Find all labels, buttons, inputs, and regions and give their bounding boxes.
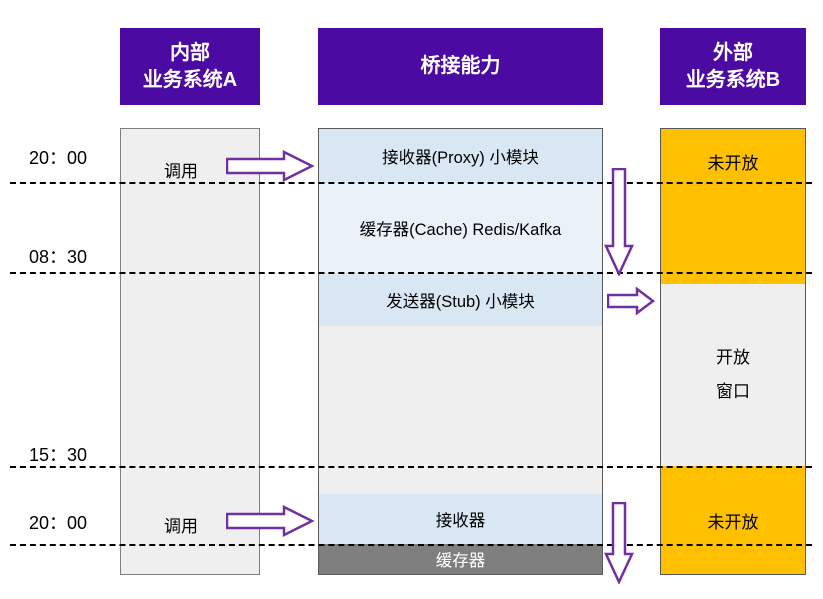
time-label-2000-bottom: 20：00 — [28, 513, 88, 533]
open-window-block: 开放 窗口 — [661, 284, 805, 466]
header-internal-system-a: 内部 业务系统A — [120, 28, 260, 105]
receiver-block-2: 接收器 — [319, 494, 602, 544]
proxy-receiver-block: 接收器(Proxy) 小模块 — [319, 129, 602, 183]
cache-block: 缓存器(Cache) Redis/Kafka — [319, 183, 602, 273]
call-arrow-right-icon-1 — [226, 150, 314, 182]
time-label-0830: 08：30 — [28, 247, 88, 267]
call-label-1: 调用 — [164, 162, 198, 181]
dashed-line-2000-top — [10, 182, 812, 184]
system-b-column: 未开放 开放 窗口 未开放 — [660, 128, 806, 575]
stub-sender-block: 发送器(Stub) 小模块 — [319, 273, 602, 326]
arrow-right-icon-stub-to-b — [607, 287, 655, 315]
closed-status-bottom: 未开放 — [661, 466, 805, 574]
bridge-idle-gap — [319, 326, 602, 494]
dashed-line-0830 — [10, 272, 812, 274]
arrow-down-icon-proxy-to-stub — [604, 168, 634, 276]
arrow-down-icon-receiver-to-cache — [604, 502, 634, 584]
call-arrow-right-icon-2 — [226, 505, 314, 537]
dashed-line-2000-bottom — [10, 544, 812, 546]
system-a-column: 调用 调用 — [120, 128, 260, 575]
closed-status-top: 未开放 — [661, 129, 805, 284]
header-external-system-b: 外部 业务系统B — [660, 28, 806, 105]
cache-block-2: 缓存器 — [319, 544, 602, 574]
call-label-2: 调用 — [164, 517, 198, 536]
time-label-2000-top: 20：00 — [28, 148, 88, 168]
bridge-column: 接收器(Proxy) 小模块 缓存器(Cache) Redis/Kafka 发送… — [318, 128, 603, 575]
time-label-1530: 15：30 — [28, 445, 88, 465]
dashed-line-1530 — [10, 466, 812, 468]
header-bridge-capability: 桥接能力 — [318, 28, 603, 105]
